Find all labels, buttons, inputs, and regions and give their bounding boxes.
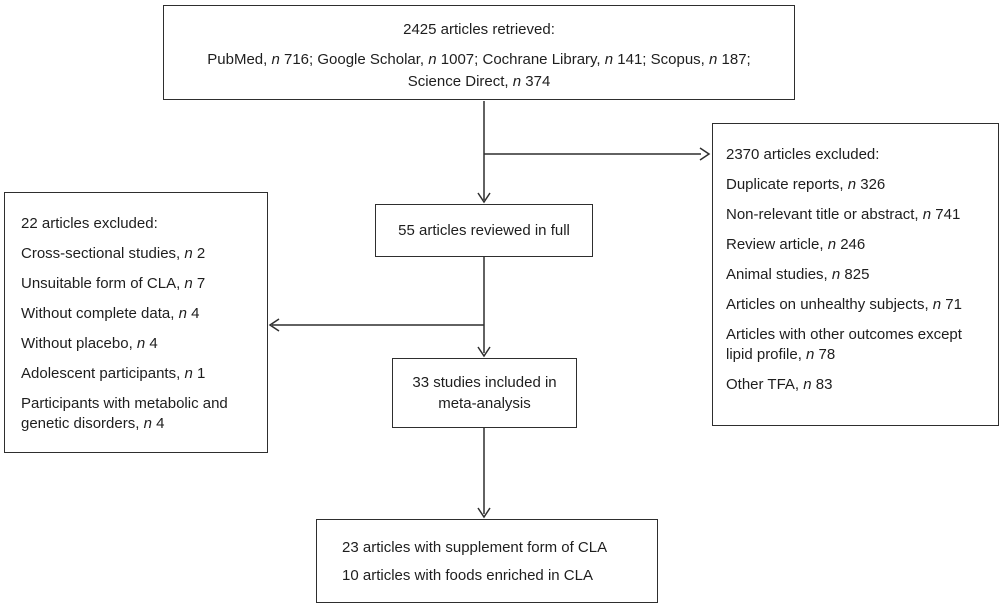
exclusion-item: Unsuitable form of CLA, n 7 <box>21 275 206 292</box>
arrow-down-icon <box>477 507 491 519</box>
left-exclusions-box: 22 articles excluded: Cross-sectional st… <box>4 192 268 453</box>
right-exclusions-title: 2370 articles excluded: <box>726 146 880 163</box>
arrow-right-icon <box>699 147 711 161</box>
exclusion-item: Articles with other outcomes except lipi… <box>726 326 962 363</box>
exclusion-item: Without complete data, n 4 <box>21 305 200 322</box>
exclusion-item: Cross-sectional studies, n 2 <box>21 245 206 262</box>
exclusion-item: Non-relevant title or abstract, n 741 <box>726 206 961 223</box>
exclusion-item: Duplicate reports, n 326 <box>726 176 886 193</box>
exclusion-item: Review article, n 246 <box>726 236 866 253</box>
final-line: 23 articles with supplement form of CLA <box>342 538 608 556</box>
included-box: 33 studies included in meta-analysis <box>392 358 577 428</box>
left-exclusions-title: 22 articles excluded: <box>21 215 158 232</box>
exclusion-item: Other TFA, n 83 <box>726 376 833 393</box>
exclusion-item: Animal studies, n 825 <box>726 266 870 283</box>
reviewed-text: 55 articles reviewed in full <box>398 221 570 239</box>
exclusion-item: Without placebo, n 4 <box>21 335 158 352</box>
included-text: 33 studies included in meta-analysis <box>412 374 557 412</box>
final-box: 23 articles with supplement form of CLA … <box>316 519 658 603</box>
arrow-left-icon <box>268 318 280 332</box>
reviewed-box: 55 articles reviewed in full <box>375 204 593 257</box>
arrow-down-icon <box>477 192 491 204</box>
retrieved-title: 2425 articles retrieved: <box>403 21 555 38</box>
arrow-down-icon <box>477 346 491 358</box>
final-line: 10 articles with foods enriched in CLA <box>342 566 593 584</box>
retrieved-sources: PubMed, n 716; Google Scholar, n 1007; C… <box>207 51 751 90</box>
right-exclusions-box: 2370 articles excluded: Duplicate report… <box>712 123 999 426</box>
exclusion-item: Articles on unhealthy subjects, n 71 <box>726 296 962 313</box>
exclusion-item: Participants with metabolic and genetic … <box>21 395 228 432</box>
retrieved-box: 2425 articles retrieved: PubMed, n 716; … <box>163 5 795 100</box>
exclusion-item: Adolescent participants, n 1 <box>21 365 206 382</box>
